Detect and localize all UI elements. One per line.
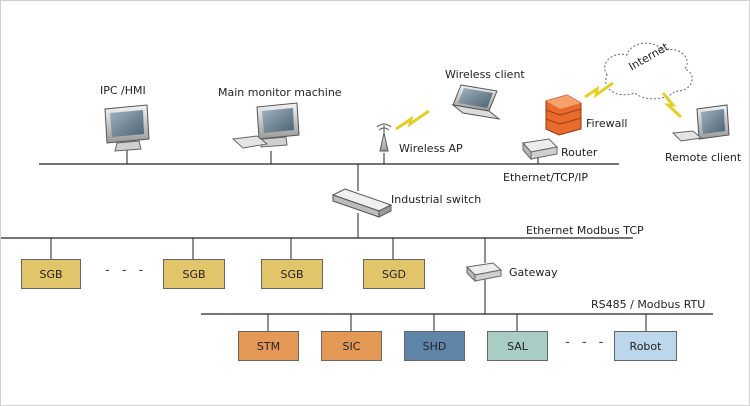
wireless-signal-icon <box>395 109 430 131</box>
device-box-sic: SIC <box>321 331 382 361</box>
firewall-icon <box>545 94 582 136</box>
device-box-robot: Robot <box>614 331 677 361</box>
remote-link-icon <box>661 92 683 119</box>
device-box-sgb-2: SGB <box>163 259 225 289</box>
device-box-sgd: SGD <box>363 259 425 289</box>
ellipsis-top: - - - <box>105 263 148 278</box>
wireless-client-label: Wireless client <box>445 68 525 81</box>
wireless-ap-label: Wireless AP <box>399 142 463 155</box>
main-monitor-label: Main monitor machine <box>218 86 342 99</box>
remote-client-icon <box>671 104 730 142</box>
ellipsis-bottom: - - - <box>565 335 608 350</box>
ethernet-modbus-tcp-label: Ethernet Modbus TCP <box>526 224 644 237</box>
router-icon <box>522 138 559 161</box>
ethernet-tcpip-label: Ethernet/TCP/IP <box>503 171 589 184</box>
main-monitor-icon <box>231 102 300 149</box>
laptop-icon <box>451 84 501 120</box>
device-box-sgb-3: SGB <box>261 259 323 289</box>
device-box-sal: SAL <box>487 331 548 361</box>
router-label: Router <box>561 146 598 159</box>
remote-client-label: Remote client <box>665 151 742 164</box>
device-box-shd: SHD <box>404 331 465 361</box>
ipc-hmi-label: IPC /HMI <box>100 84 146 97</box>
internet-cloud-icon <box>604 42 693 100</box>
firewall-label: Firewall <box>586 117 628 130</box>
wireless-ap-icon <box>376 123 392 152</box>
device-box-stm: STM <box>238 331 299 361</box>
internet-link-icon <box>584 81 614 99</box>
industrial-switch-icon <box>331 188 393 218</box>
gateway-icon <box>465 262 503 283</box>
rs485-modbus-rtu-label: RS485 / Modbus RTU <box>591 298 706 311</box>
device-box-sgb-1: SGB <box>21 259 81 289</box>
industrial-switch-label: Industrial switch <box>391 193 482 206</box>
ipc-monitor-icon <box>104 104 150 152</box>
gateway-label: Gateway <box>509 266 558 279</box>
